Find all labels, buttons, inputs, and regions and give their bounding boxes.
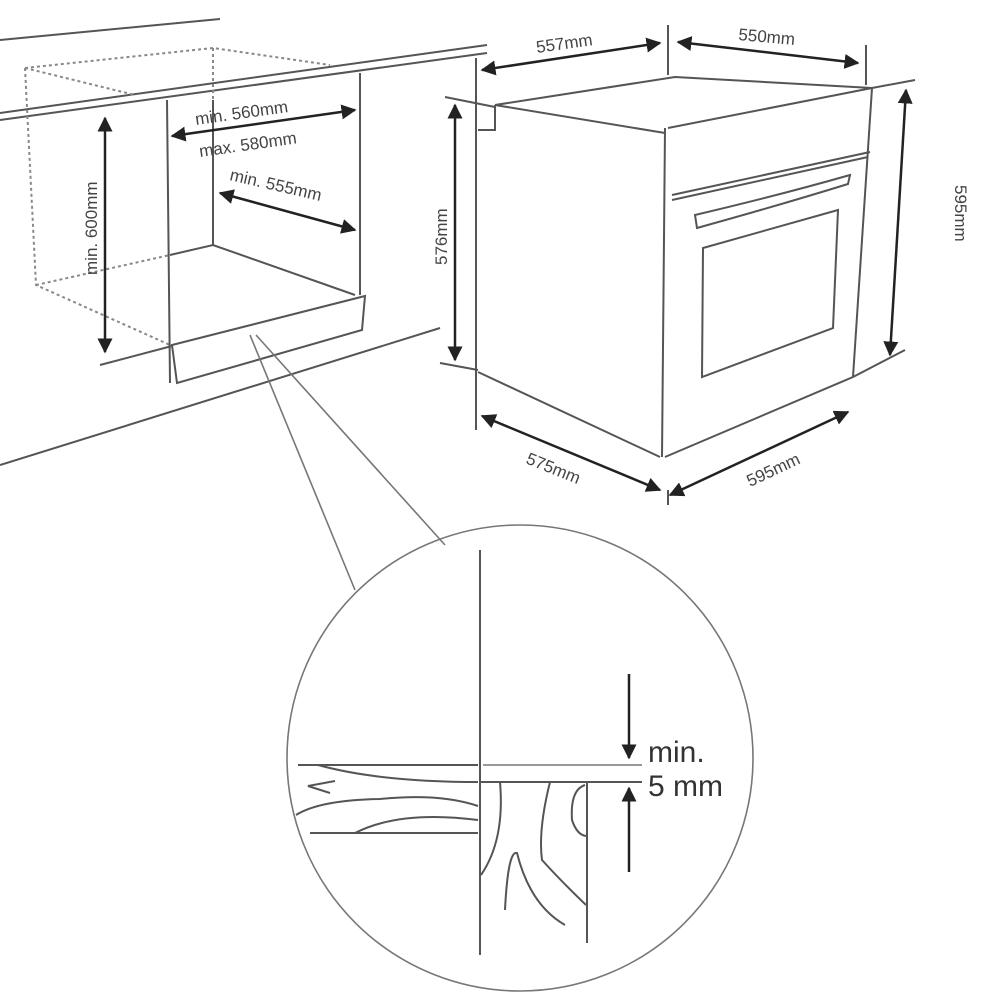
callout-line: [255, 334, 446, 546]
cabinet-height-label: min. 600mm: [82, 181, 101, 275]
oven-top-width-label: 550mm: [738, 25, 796, 49]
oven-top-depth-label: 557mm: [535, 30, 594, 57]
gap-label-line2: 5 mm: [648, 770, 723, 803]
clearance-detail: [286, 524, 754, 992]
callout-line: [249, 334, 356, 591]
cabinet-width-min-label: min. 560mm: [194, 97, 289, 129]
oven-front-height-label: 595mm: [951, 185, 970, 242]
oven-side-height-label: 576mm: [432, 208, 451, 265]
gap-label-line1: min.: [648, 736, 705, 769]
cabinet-drawing: [0, 18, 488, 466]
oven-drawing: [439, 25, 916, 505]
